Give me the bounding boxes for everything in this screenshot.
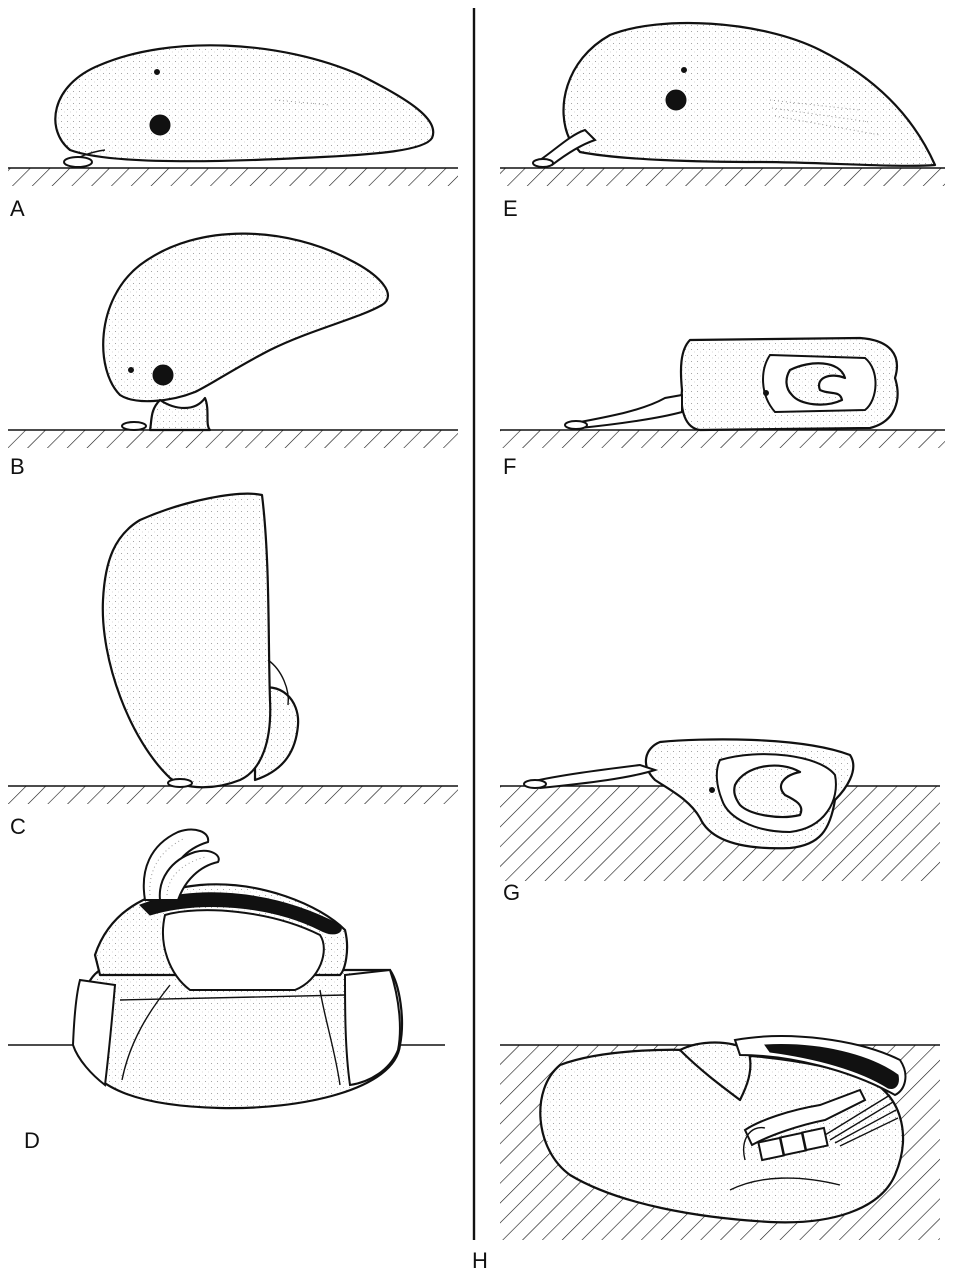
panel-label-c: C bbox=[10, 814, 26, 839]
shell-outline bbox=[55, 45, 433, 161]
panel-e: E bbox=[500, 23, 945, 221]
small-spot bbox=[682, 68, 687, 73]
panel-b: B bbox=[8, 234, 458, 479]
panel-a: A bbox=[8, 45, 458, 221]
ground-hatch bbox=[8, 430, 458, 448]
eye-spot bbox=[150, 115, 170, 135]
panel-label-f: F bbox=[503, 454, 516, 479]
eye-spot bbox=[764, 391, 769, 396]
ground-hatch bbox=[500, 168, 945, 186]
panel-label-b: B bbox=[10, 454, 25, 479]
panel-f: F bbox=[500, 338, 945, 479]
panel-d: D bbox=[8, 830, 445, 1153]
foot bbox=[150, 398, 210, 430]
eye-spot bbox=[710, 788, 715, 793]
panel-label-h: H bbox=[472, 1248, 488, 1273]
claw bbox=[533, 159, 553, 167]
shell-outline bbox=[563, 23, 935, 166]
claw bbox=[168, 779, 192, 787]
leg bbox=[530, 765, 655, 788]
claw bbox=[122, 422, 146, 430]
shell-outline bbox=[103, 494, 270, 788]
panel-g: G bbox=[500, 739, 940, 905]
right-plate bbox=[345, 970, 400, 1085]
claw bbox=[565, 421, 587, 429]
small-spot bbox=[129, 368, 134, 373]
panel-label-e: E bbox=[503, 196, 518, 221]
claw bbox=[524, 780, 546, 788]
ground-hatch bbox=[8, 786, 458, 804]
panel-label-g: G bbox=[503, 880, 520, 905]
small-spot bbox=[155, 70, 160, 75]
claw bbox=[64, 157, 92, 167]
panel-label-d: D bbox=[24, 1128, 40, 1153]
panel-h: H bbox=[472, 1036, 940, 1273]
shell-outline bbox=[103, 234, 388, 402]
panel-label-a: A bbox=[10, 196, 25, 221]
ground-hatch bbox=[500, 430, 945, 448]
ground-hatch bbox=[8, 168, 458, 186]
eye-spot bbox=[153, 365, 173, 385]
panel-c: C bbox=[8, 494, 458, 839]
eye-spot bbox=[666, 90, 686, 110]
